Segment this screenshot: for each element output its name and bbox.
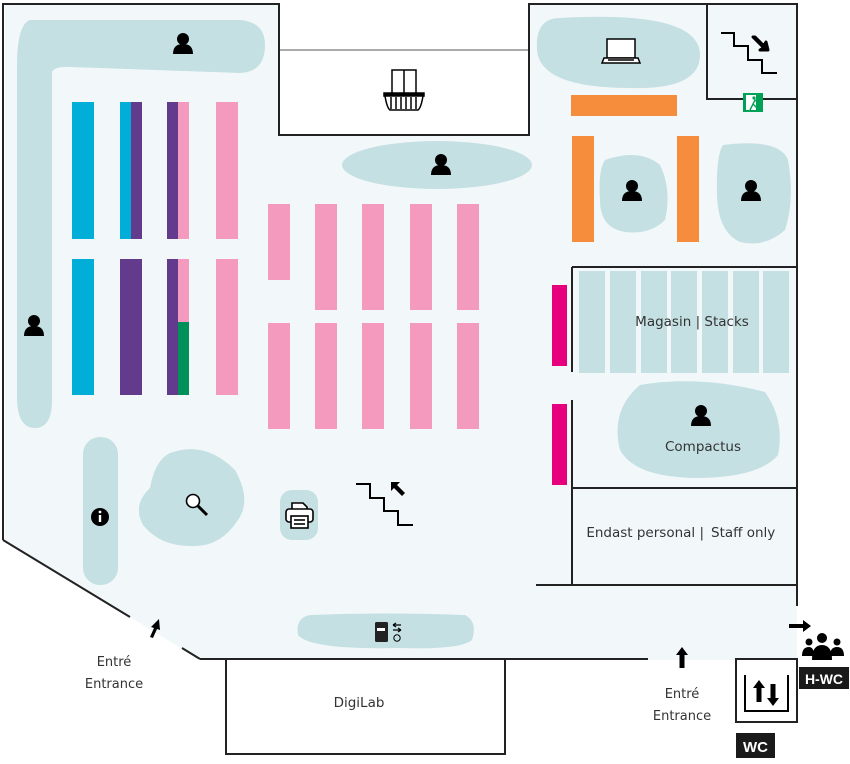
shelf: [216, 102, 238, 239]
emergency-exit-icon: [743, 93, 763, 112]
shelf: [457, 323, 479, 429]
shelf: [216, 259, 238, 395]
balcony-icon: [383, 69, 425, 111]
shelf: [72, 102, 94, 239]
compactus-label: Compactus: [665, 439, 741, 455]
staff-only-label-en: Staff only: [711, 525, 775, 541]
shelf: [552, 404, 567, 485]
elevator-icon: [744, 675, 789, 712]
shelf: [178, 322, 189, 395]
stacks-shelves: [579, 271, 789, 373]
shelf: [120, 102, 131, 239]
shelf: [167, 102, 178, 239]
shelf: [268, 204, 290, 280]
digilab-label[interactable]: DigiLab: [334, 695, 385, 711]
study-zone-center: [342, 141, 532, 189]
shelf: [315, 204, 337, 310]
shelf: [410, 323, 432, 429]
stairs-up-icon: [356, 482, 413, 526]
shelf: [131, 102, 142, 239]
h-wc-label: H-WC: [805, 671, 843, 687]
compactus-zone: [617, 381, 780, 478]
stairs-down-icon: [721, 32, 777, 74]
shelf: [410, 204, 432, 310]
study-zone-left: [17, 20, 265, 428]
entrance-label-en: Entrance: [85, 677, 143, 692]
shelf: [457, 204, 479, 310]
search-icon: [185, 493, 209, 517]
h-wc-badge: [799, 667, 849, 689]
shelf: [552, 285, 567, 366]
group-icon: [802, 633, 844, 660]
shelf: [362, 323, 384, 429]
shelf: [362, 204, 384, 310]
shelves-center: [268, 204, 479, 429]
shelf: [315, 323, 337, 429]
book-return-icon: [375, 622, 402, 642]
shelves-left: [72, 102, 238, 395]
desk: [571, 95, 677, 116]
entrance-label-sv: Entré: [665, 687, 700, 702]
entrance-label-en: Entrance: [653, 709, 711, 724]
desks: [571, 95, 699, 242]
staff-only-label-sv: Endast personal |: [586, 525, 704, 541]
desk: [677, 136, 699, 242]
printer-icon: [285, 502, 314, 529]
entrance-label-sv: Entré: [97, 655, 132, 670]
laptop-icon: [600, 38, 642, 64]
desk: [572, 136, 594, 242]
shelf: [120, 259, 142, 395]
walls: [2, 3, 798, 755]
wc-badge: [736, 733, 775, 758]
shelf: [268, 323, 290, 429]
entrance-arrow-icon[interactable]: [150, 619, 160, 638]
wc-label: WC: [743, 739, 768, 756]
shelf: [178, 259, 189, 322]
shelf: [167, 259, 178, 395]
shelf: [178, 102, 189, 239]
information-icon: [91, 508, 109, 526]
arrow-right-icon: [789, 620, 811, 632]
entrance-arrow-icon[interactable]: [676, 647, 688, 668]
stacks-label: Magasin | Stacks: [635, 314, 749, 330]
shelf: [72, 259, 94, 395]
